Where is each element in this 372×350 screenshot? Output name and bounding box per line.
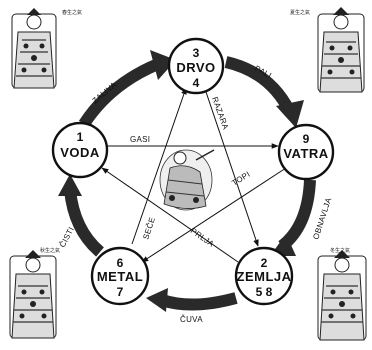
label-cisti: ČISTI (58, 225, 76, 249)
caption-top-left: 春生之氣 (62, 9, 82, 16)
zemlja-number-2: 5 8 (256, 285, 273, 299)
line-metal-drvo (131, 87, 187, 245)
caption-top-right: 夏生之氣 (290, 9, 310, 16)
drvo-number: 3 (193, 46, 200, 60)
label-cuva: ČUVA (180, 315, 203, 324)
metal-name: METAL (97, 269, 143, 284)
drvo-name: DRVO (176, 60, 215, 75)
vatra-number: 9 (303, 132, 310, 146)
arrow-drvo-vatra (224, 56, 304, 128)
element-vatra: 9 VATRA (277, 123, 335, 181)
voda-number: 1 (77, 130, 84, 144)
figure-top-left: 春生之氣 (11, 8, 82, 89)
line-vatra-metal (141, 167, 287, 263)
caption-bottom-left: 秋生之氣 (40, 247, 60, 254)
element-voda: 1 VODA (51, 121, 109, 179)
label-gasi: GASI (130, 135, 150, 144)
figure-top-right: 夏生之氣 (290, 7, 365, 93)
controlling-cycle (101, 85, 287, 263)
element-drvo: 3 DRVO 4 (167, 37, 225, 95)
metal-number: 6 (117, 256, 124, 270)
arrow-metal-voda (58, 174, 105, 257)
element-zemlja: 2 ZEMLJA 5 8 (234, 246, 294, 306)
figure-bottom-right: 冬生之氣 (317, 247, 367, 341)
arrow-voda-drvo (78, 50, 176, 128)
element-metal: 6 METAL 7 (90, 246, 150, 306)
label-sece: SEČE (141, 216, 157, 241)
zemlja-number: 2 (261, 256, 268, 270)
voda-name: VODA (60, 145, 100, 160)
caption-bottom-right: 冬生之氣 (330, 247, 350, 254)
central-sage-figure (159, 149, 215, 211)
drvo-number-2: 4 (193, 76, 200, 90)
arrow-zemlja-metal (146, 288, 238, 312)
vatra-name: VATRA (283, 146, 328, 161)
zemlja-name: ZEMLJA (237, 269, 292, 284)
label-obnavlja: OBNAVLJA (311, 196, 333, 241)
metal-number-2: 7 (117, 285, 124, 299)
figure-bottom-left: 秋生之氣 (9, 247, 60, 339)
label-prlja: PRLJA (189, 226, 216, 249)
line-drvo-zemlja (203, 85, 259, 247)
line-zemlja-voda (101, 167, 239, 263)
arrow-vatra-zemlja (270, 179, 316, 256)
